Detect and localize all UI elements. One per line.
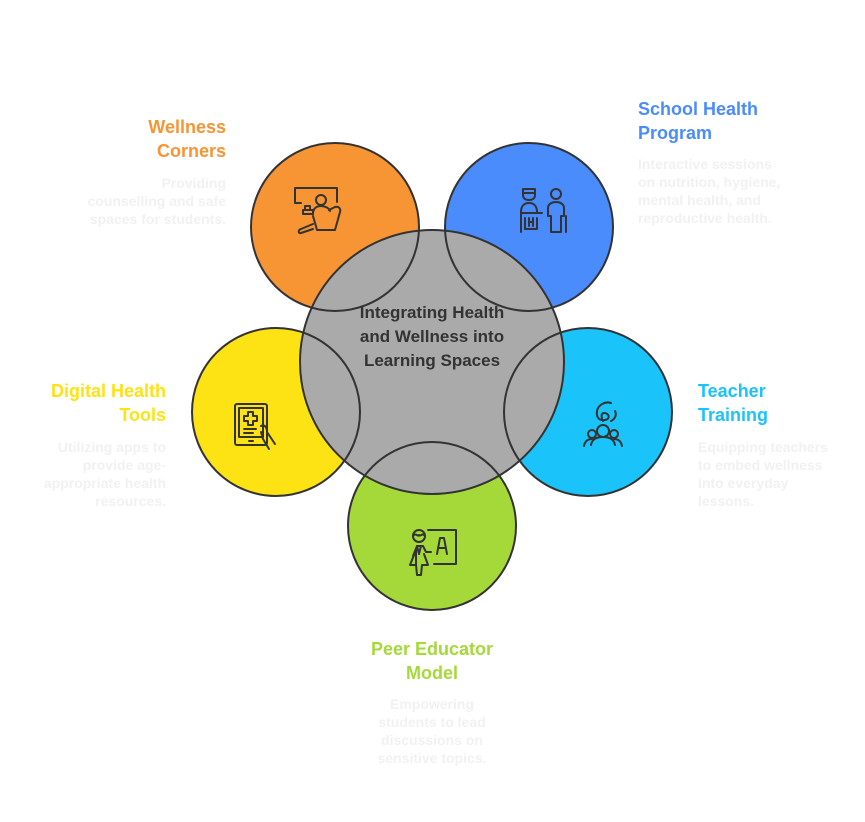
school-health-program-outline: [444, 142, 614, 312]
teacher-training-title: Teacher Training: [698, 381, 769, 425]
teacher-training-outline: [503, 327, 673, 497]
digital-health-tools-description: Utilizing apps to provide age-appropriat…: [43, 439, 166, 509]
group-training-icon: [583, 401, 623, 447]
doctor-patient-icon: [520, 188, 567, 233]
wellness-corners-title: Wellness Corners: [148, 117, 226, 161]
counselling-chair-icon: [294, 187, 342, 235]
school-health-program-title: School Health Program: [638, 99, 759, 143]
peer-educator-model-title: Peer Educator Model: [370, 639, 494, 683]
peer-educator-model-outline: [347, 441, 517, 611]
school-health-program-description: Interactive sessions on nutrition, hygie…: [638, 156, 781, 226]
digital-health-tools-title: Digital Health Tools: [50, 381, 166, 425]
wellness-corners-outline: [250, 142, 420, 312]
wellness-corners-description: Providing counselling and safe spaces fo…: [87, 175, 226, 227]
center-title: Integrating Health and Wellness into Lea…: [359, 303, 505, 370]
circle-outlines: [191, 142, 673, 611]
center-circle[interactable]: [299, 229, 565, 495]
health-tablet-icon: [234, 403, 276, 450]
digital-health-tools-outline: [191, 327, 361, 497]
peer-educator-model-description: Empowering students to lead discussions …: [377, 696, 487, 766]
teacher-board-icon: [409, 529, 457, 576]
teacher-training-description: Equipping teachers to embed wellness int…: [698, 439, 828, 509]
